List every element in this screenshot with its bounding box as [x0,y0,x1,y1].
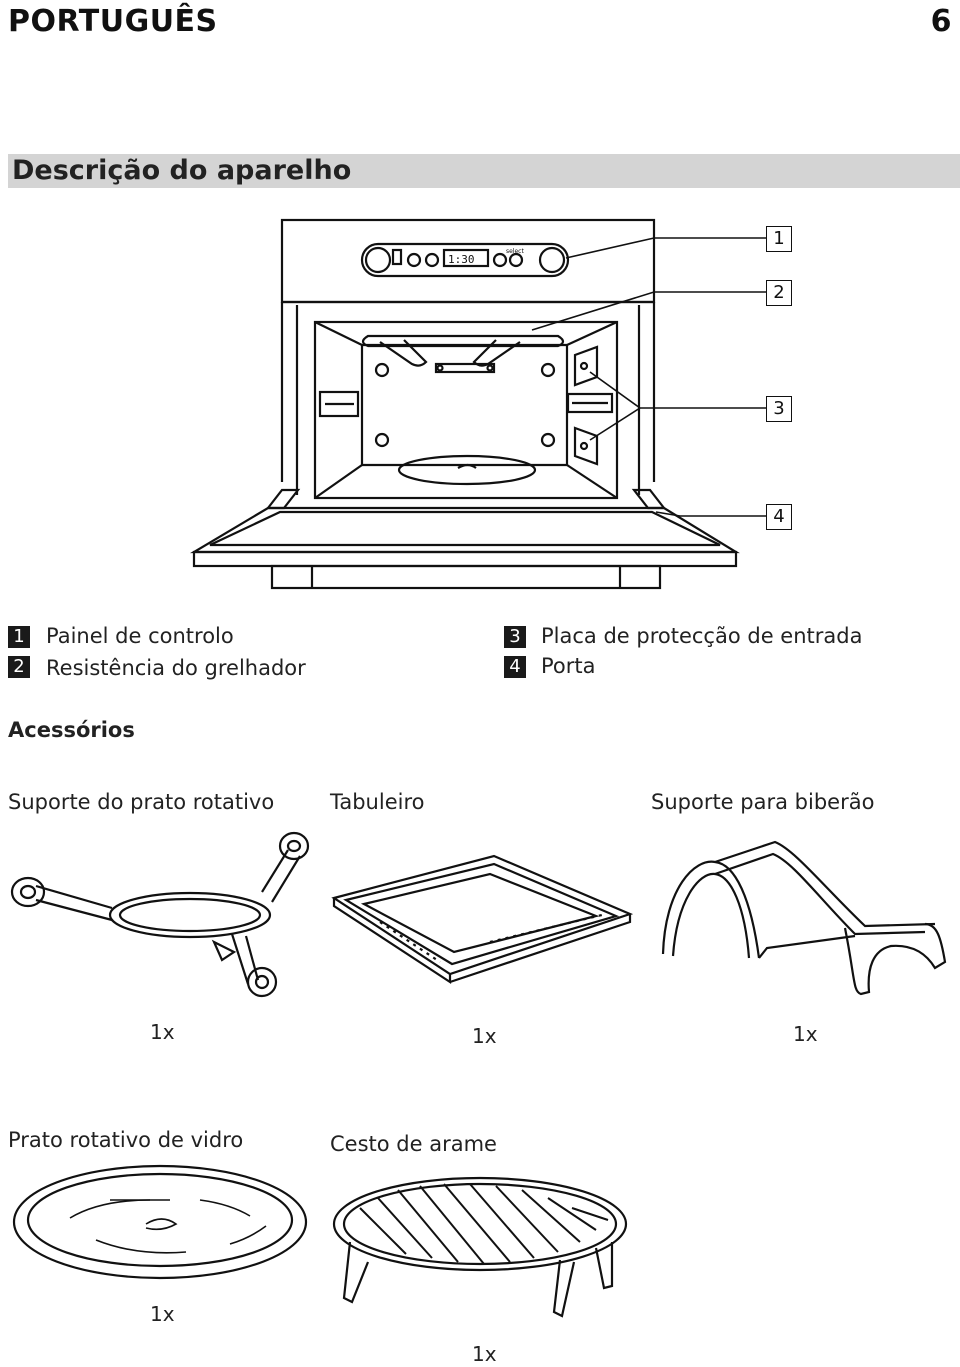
accessory-label-turntable-support: Suporte do prato rotativo [8,790,275,814]
qty-wire-rack: 1x [472,1342,497,1366]
oven-diagram: 1:30 select [189,218,766,590]
legend-label-2: Resistência do grelhador [46,656,306,680]
select-label: select [506,248,524,255]
baking-tray-icon [331,854,634,985]
accessory-label-baking-tray: Tabuleiro [330,790,425,814]
callout-1: 1 [766,226,792,252]
legend-num-3: 3 [504,626,526,648]
legend-num-1: 1 [8,626,30,648]
qty-glass-turntable: 1x [150,1302,175,1326]
section-bar [8,154,960,188]
legend-num-2: 2 [8,656,30,678]
page-number: 6 [930,4,952,39]
language-heading: PORTUGUÊS [8,4,218,39]
glass-turntable-icon [12,1164,308,1280]
accessories-title: Acessórios [8,718,135,742]
qty-bottle-holder: 1x [793,1022,818,1046]
legend-label-3: Placa de protecção de entrada [541,624,863,648]
section-title: Descrição do aparelho [12,155,352,186]
callout-3: 3 [766,396,792,422]
qty-turntable-support: 1x [150,1020,175,1044]
bottle-holder-icon [661,840,947,996]
legend-num-4: 4 [504,656,526,678]
turntable-support-icon [10,831,310,998]
accessory-label-glass-turntable: Prato rotativo de vidro [8,1128,244,1152]
accessory-label-wire-rack: Cesto de arame [330,1132,497,1156]
wire-rack-icon [332,1176,628,1318]
accessory-label-bottle-holder: Suporte para biberão [651,790,875,814]
legend-label-1: Painel de controlo [46,624,234,648]
callout-4: 4 [766,504,792,530]
qty-baking-tray: 1x [472,1024,497,1048]
legend-label-4: Porta [541,654,596,678]
callout-2: 2 [766,280,792,306]
display-time: 1:30 [448,253,475,266]
